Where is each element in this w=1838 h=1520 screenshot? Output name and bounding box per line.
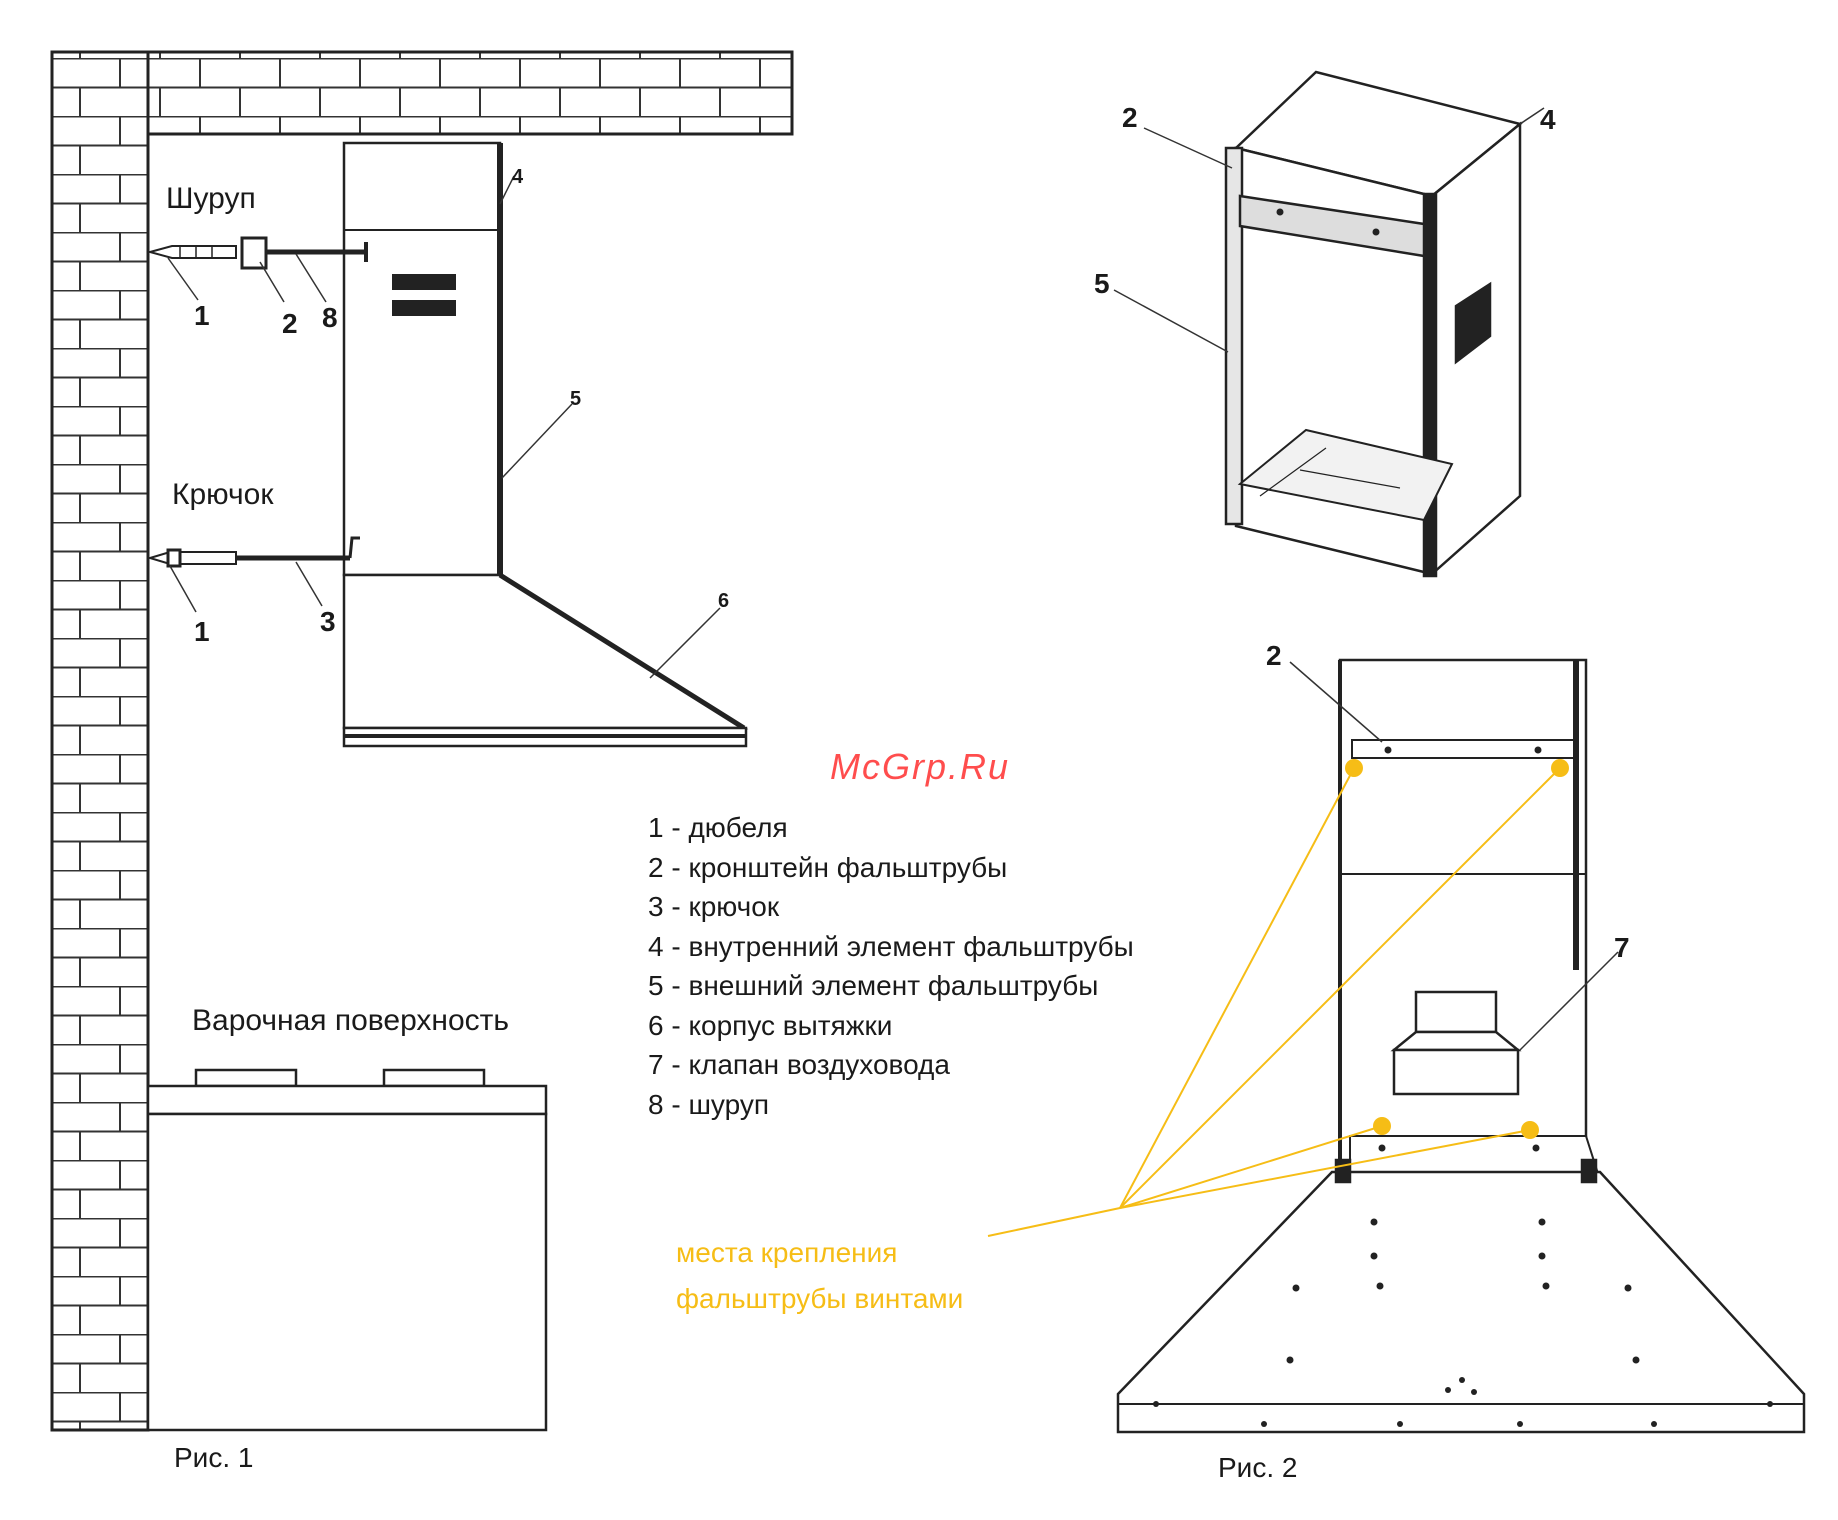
duct-3d-view [1226, 72, 1520, 576]
mounting-note: места крепления фальштрубы винтами [676, 1230, 963, 1322]
hood-front-view [1118, 1136, 1804, 1432]
legend-item: 2 - кронштейн фальштрубы [648, 848, 1134, 888]
mounting-note-line2: фальштрубы винтами [676, 1276, 963, 1322]
callout-2-bracket-3d: 2 [1122, 102, 1138, 134]
callout-8-screw: 8 [322, 302, 338, 334]
callout-2-bracket: 2 [282, 308, 298, 340]
callout-4-inner-duct: 4 [512, 166, 523, 189]
label-hook: Крючок [172, 478, 273, 512]
legend-item: 7 - клапан воздуховода [648, 1045, 1134, 1085]
legend-item: 6 - корпус вытяжки [648, 1006, 1134, 1046]
watermark: McGrp.Ru [830, 746, 1010, 788]
callout-6-hood-body: 6 [718, 590, 729, 613]
legend-item: 3 - крючок [648, 887, 1134, 927]
mount-point-top-left [1345, 759, 1363, 777]
legend-item: 4 - внутренний элемент фальштрубы [648, 927, 1134, 967]
callout-1-dowel-screw: 1 [194, 300, 210, 332]
callout-4-inner-3d: 4 [1540, 104, 1556, 136]
callout-5-outer-duct: 5 [570, 388, 581, 411]
caption-fig1: Рис. 1 [174, 1442, 253, 1474]
callout-2-bracket-front: 2 [1266, 640, 1282, 672]
legend: 1 - дюбеля 2 - кронштейн фальштрубы 3 - … [648, 808, 1134, 1124]
callout-1-dowel-hook: 1 [194, 616, 210, 648]
label-hob: Варочная поверхность [192, 1004, 509, 1038]
callout-5-outer-3d: 5 [1094, 268, 1110, 300]
label-screw: Шуруп [166, 182, 256, 216]
mount-point-bottom-right [1521, 1121, 1539, 1139]
mount-point-bottom-left [1373, 1117, 1391, 1135]
mount-point-top-right [1551, 759, 1569, 777]
callout-3-hook: 3 [320, 606, 336, 638]
mounting-note-line1: места крепления [676, 1230, 963, 1276]
legend-item: 1 - дюбеля [648, 808, 1134, 848]
caption-fig2: Рис. 2 [1218, 1452, 1297, 1484]
legend-item: 5 - внешний элемент фальштрубы [648, 966, 1134, 1006]
callout-7-valve: 7 [1614, 932, 1630, 964]
legend-item: 8 - шуруп [648, 1085, 1134, 1125]
